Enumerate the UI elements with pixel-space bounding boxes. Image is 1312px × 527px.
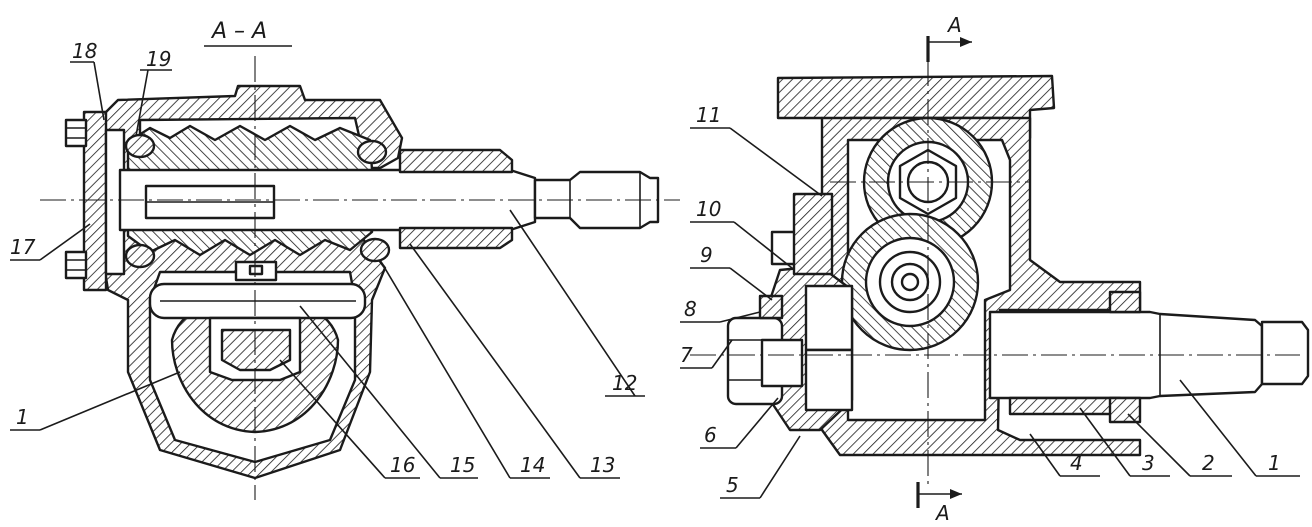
- end-cover: [82, 110, 108, 292]
- adjust-bolt-head: [804, 284, 854, 352]
- label-6: 6: [704, 423, 717, 447]
- label-9: 9: [700, 243, 713, 267]
- label-11: 11: [696, 103, 721, 127]
- roller-core: [220, 328, 292, 372]
- lock-washer: [758, 294, 784, 320]
- label-13: 13: [590, 453, 615, 477]
- output-shaft-tip: [1260, 320, 1310, 386]
- left-section-view: A – A: [10, 19, 680, 500]
- label-1-left: 1: [16, 405, 29, 429]
- label-16: 16: [390, 453, 415, 477]
- adjust-bolt-body: [804, 348, 854, 412]
- label-7: 7: [680, 343, 693, 367]
- shaft-housing-nose: [398, 148, 514, 174]
- label-15: 15: [450, 453, 475, 477]
- shaft-housing-nose-lower: [398, 226, 514, 250]
- label-19: 19: [146, 47, 171, 71]
- adjust-washer: [760, 338, 804, 388]
- label-17: 17: [10, 235, 36, 259]
- shaft-seal-top: [1108, 290, 1142, 314]
- right-leaders: [680, 127, 1300, 499]
- left-leaders: [10, 61, 645, 479]
- label-8: 8: [684, 297, 697, 321]
- label-1-right: 1: [1268, 451, 1281, 475]
- cover-bolts: [64, 118, 88, 280]
- label-5: 5: [726, 473, 739, 497]
- right-front-view: A A: [680, 13, 1310, 525]
- label-10: 10: [696, 197, 721, 221]
- label-12: 12: [612, 371, 637, 395]
- label-18: 18: [72, 39, 97, 63]
- bearings: [124, 133, 391, 269]
- label-14: 14: [520, 453, 545, 477]
- shaft-seal-bottom: [1108, 396, 1142, 424]
- shaft-bushing: [1008, 396, 1122, 416]
- side-bolt: [770, 230, 798, 266]
- section-mark-top: A: [946, 13, 962, 37]
- label-4: 4: [1070, 451, 1083, 475]
- side-plate: [792, 192, 834, 276]
- label-2: 2: [1202, 451, 1215, 475]
- section-title: A – A: [210, 19, 267, 44]
- section-mark-bottom: A: [934, 501, 950, 525]
- label-3: 3: [1142, 451, 1155, 475]
